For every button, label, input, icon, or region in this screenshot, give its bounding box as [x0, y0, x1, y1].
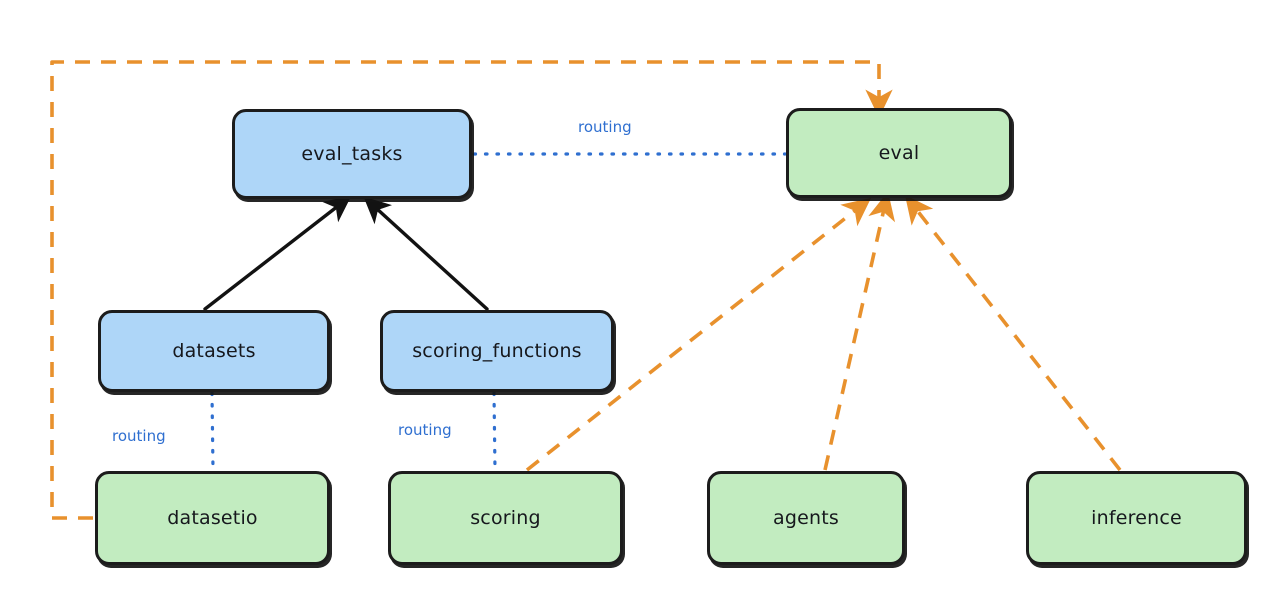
- edge-dep-agents-eval: [823, 191, 896, 471]
- edge-dep-inference-eval: [904, 194, 1122, 472]
- node-label-datasets: datasets: [172, 340, 256, 362]
- node-datasets[interactable]: datasets: [98, 310, 330, 392]
- node-agents[interactable]: agents: [707, 471, 905, 565]
- edge-dep-datasetio-eval: [50, 60, 893, 520]
- node-eval[interactable]: eval: [786, 108, 1012, 198]
- node-eval-tasks[interactable]: eval_tasks: [232, 109, 472, 199]
- edge-dep-scoring_functions-eval_tasks: [363, 196, 489, 311]
- node-label-scoring: scoring: [470, 507, 541, 529]
- node-label-eval: eval: [878, 142, 920, 164]
- edge-routing-datasets-datasetio: [210, 391, 215, 472]
- node-scoring[interactable]: scoring: [388, 471, 623, 565]
- node-label-inference: inference: [1091, 507, 1182, 529]
- node-scoring-functions[interactable]: scoring_functions: [380, 310, 614, 392]
- edge-dep-datasets-eval_tasks: [203, 195, 352, 311]
- node-label-scoring-functions: scoring_functions: [412, 340, 582, 362]
- edge-dep-scoring-eval: [525, 197, 872, 472]
- node-inference[interactable]: inference: [1026, 471, 1247, 565]
- edge-routing-scoring_functions-scoring: [492, 391, 497, 472]
- node-label-eval-tasks: eval_tasks: [301, 143, 403, 165]
- node-label-datasetio: datasetio: [167, 507, 258, 529]
- node-label-agents: agents: [773, 507, 839, 529]
- node-datasetio[interactable]: datasetio: [95, 471, 330, 565]
